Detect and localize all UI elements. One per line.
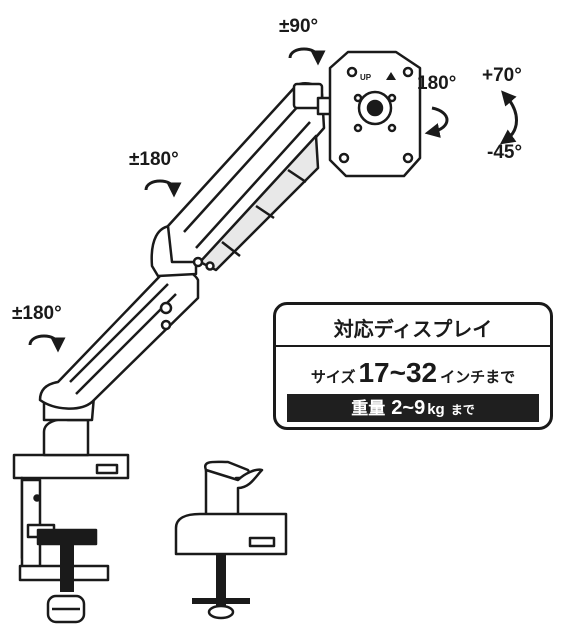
size-suffix: インチまで (440, 369, 516, 386)
swivel-top-label: ±90° (279, 16, 319, 37)
rotate-label: 180° (417, 73, 457, 94)
spec-divider (276, 345, 550, 347)
size-prefix: サイズ (310, 369, 356, 386)
swivel-bottom-label: ±180° (12, 303, 62, 324)
grommet-mount (174, 460, 288, 620)
tilt-down-label: -45° (487, 142, 523, 163)
rotate-arrow-icon (424, 106, 449, 138)
weight-prefix: 重量 (351, 399, 386, 418)
weight-suffix: まで (450, 403, 475, 417)
spec-title: 対応ディスプレイ (333, 319, 493, 341)
upper-arm (150, 81, 326, 278)
rotation-arrows (28, 47, 518, 353)
tilt-up-label: +70° (482, 65, 522, 86)
desk-clamp (12, 453, 130, 624)
vesa-up-mark: UP (360, 73, 372, 82)
tilt-arrow-icon (499, 90, 518, 145)
size-range: 17~32 (358, 357, 438, 388)
swivel-top-arrow-icon (288, 47, 326, 66)
swivel-bottom-arrow-icon (28, 334, 66, 353)
swivel-middle-arrow-icon (144, 179, 182, 198)
weight-unit: kg (427, 401, 445, 418)
up-arrow-icon (386, 72, 396, 80)
swivel-middle-label: ±180° (129, 149, 179, 170)
vesa-plate (328, 50, 422, 178)
weight-range: 2~9 (391, 397, 426, 419)
lower-arm (38, 268, 200, 457)
